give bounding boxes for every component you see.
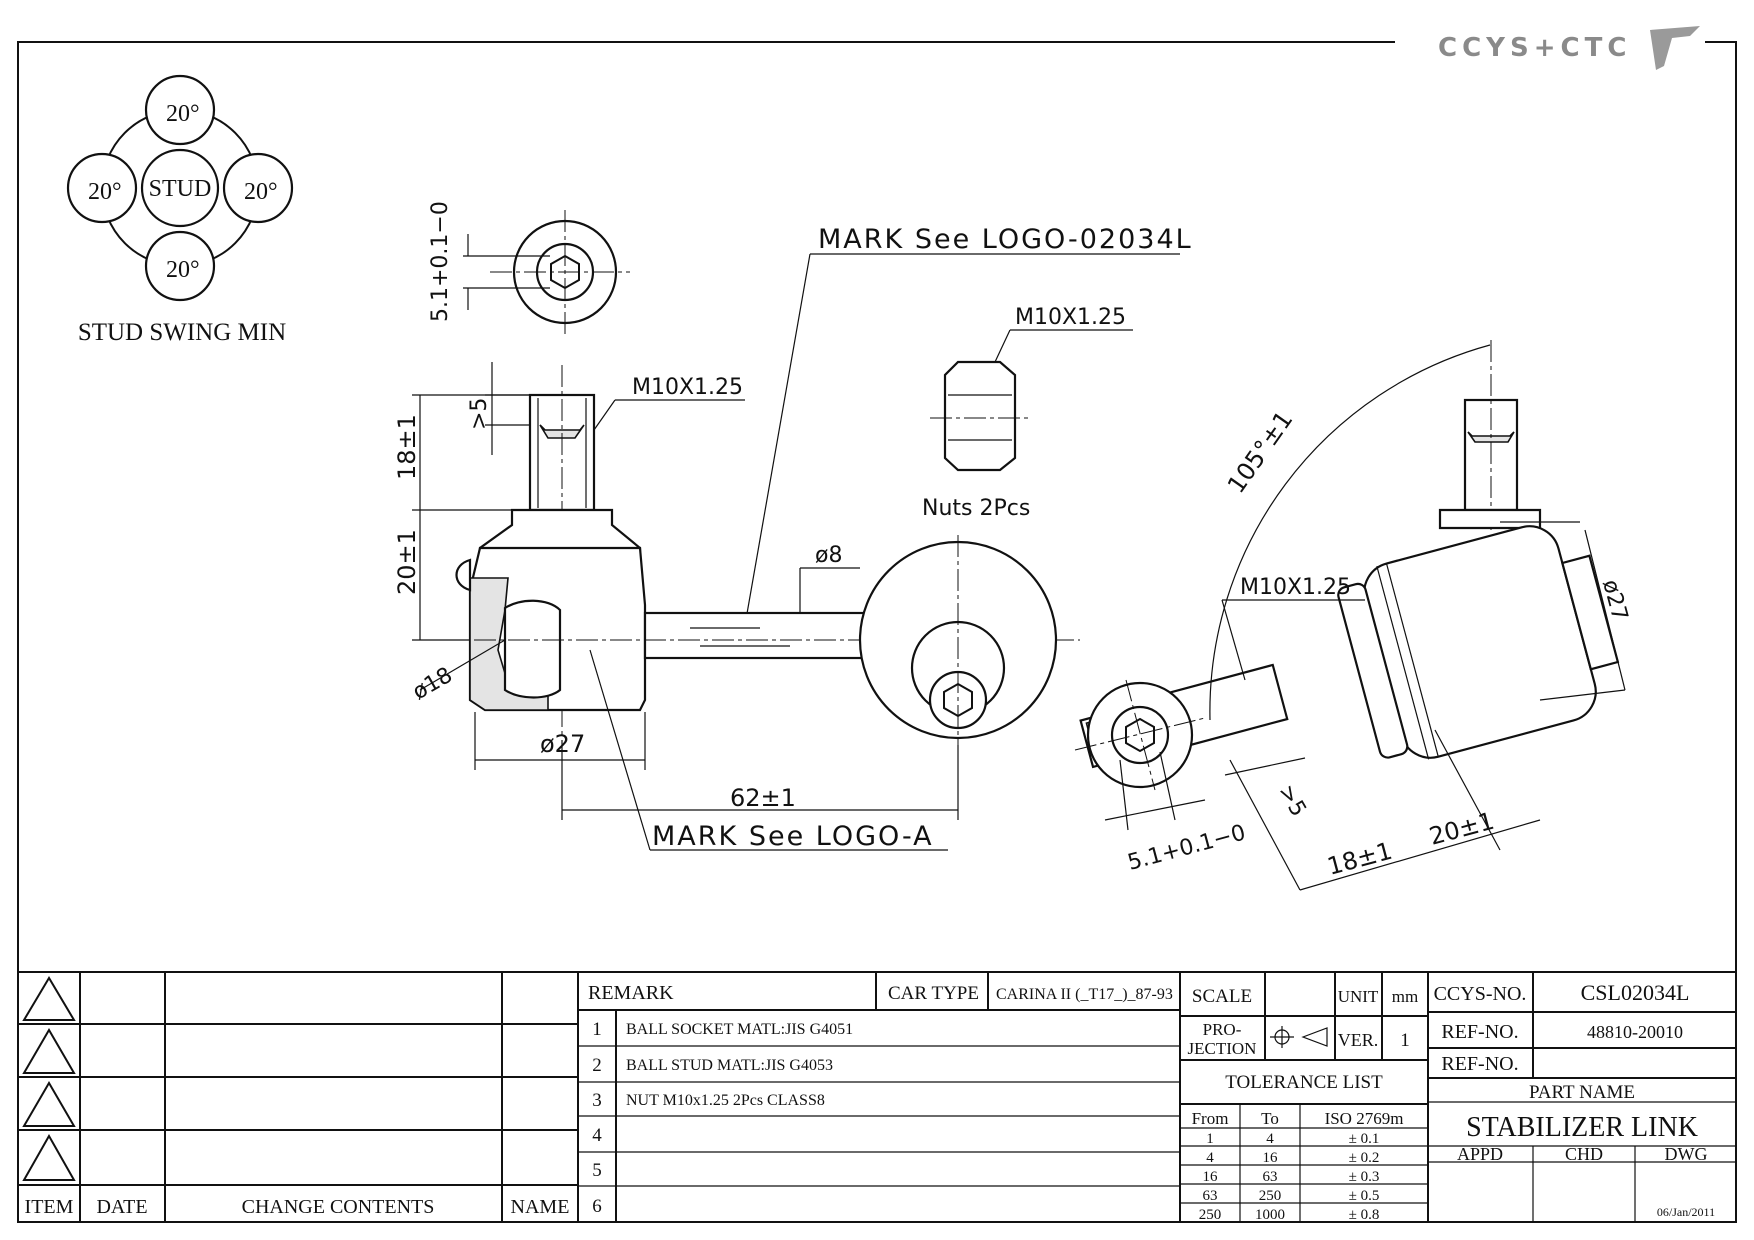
revision-triangle-icon: [22, 1133, 76, 1181]
unit-label: UNIT: [1338, 987, 1379, 1006]
remark-no: 4: [592, 1125, 602, 1146]
stud-swing-angle-right: 20°: [244, 179, 278, 205]
revision-header-change: CHANGE CONTENTS: [242, 1196, 435, 1218]
ccys-no-value: CSL02034L: [1581, 980, 1690, 1005]
projection-label-2: JECTION: [1188, 1039, 1257, 1058]
nuts-label: Nuts 2Pcs: [922, 496, 1030, 521]
car-type-value: CARINA II (_T17_)_87-93: [996, 986, 1173, 1003]
tol-from: 63: [1203, 1188, 1218, 1204]
tol-from: 16: [1203, 1169, 1219, 1185]
drawing-date: 06/Jan/2011: [1657, 1205, 1715, 1219]
dim-len18-left: 18±1: [393, 414, 421, 480]
revision-header-date: DATE: [96, 1196, 147, 1218]
stud-swing-center-label: STUD: [149, 176, 212, 202]
tolerance-title: TOLERANCE LIST: [1225, 1072, 1383, 1093]
stud-swing-diagram: 20° 20° 20° 20° STUD STUD SWING MIN: [66, 74, 294, 346]
logo-mark-icon: [1650, 26, 1700, 70]
tol-to: 250: [1259, 1188, 1282, 1204]
remark-no: 3: [592, 1090, 602, 1111]
nut-view: M10X1.25 Nuts 2Pcs: [922, 305, 1133, 521]
tol-to: 4: [1266, 1131, 1274, 1147]
projection-label-1: PRO-: [1203, 1020, 1242, 1039]
stud-swing-caption: STUD SWING MIN: [78, 319, 286, 346]
mark-logo-top-callout: MARK See LOGO-02034L: [744, 224, 1193, 626]
title-block: CCYS-NO. CSL02034L REF-NO. 48810-20010 R…: [1427, 971, 1737, 1223]
thread-nut-label: M10X1.25: [1015, 305, 1126, 330]
spec-block: SCALE UNIT mm PRO- JECTION VER. 1 TOLERA…: [1179, 971, 1429, 1223]
tol-header-from: From: [1192, 1109, 1229, 1128]
tol-value: ± 0.3: [1349, 1169, 1380, 1185]
dim-angle105: 105°±1: [1222, 406, 1298, 498]
tol-from: 1: [1206, 1131, 1214, 1147]
ref-no2-label: REF-NO.: [1441, 1053, 1518, 1075]
revision-triangle-icon: [22, 1081, 76, 1127]
dim-dia27-left: ø27: [540, 730, 585, 758]
revision-header-item: ITEM: [25, 1196, 74, 1218]
thread-left-label: M10X1.25: [632, 375, 743, 400]
ref-no-value: 48810-20010: [1587, 1022, 1683, 1042]
tol-value: ± 0.5: [1349, 1188, 1380, 1204]
tol-value: ± 0.8: [1349, 1207, 1380, 1223]
brand-logo-text: CCYS+CTC: [1438, 33, 1631, 63]
ccys-no-label: CCYS-NO.: [1434, 983, 1527, 1005]
left-side-view: [440, 365, 1080, 745]
stud-swing-angle-left: 20°: [88, 179, 122, 205]
remark-no: 1: [592, 1019, 602, 1040]
projection-symbol-icon: [1270, 1026, 1328, 1048]
dim-len20-right: 20±1: [1426, 807, 1497, 851]
tol-to: 1000: [1255, 1207, 1285, 1223]
remark-no: 6: [592, 1196, 602, 1217]
tol-header-to: To: [1261, 1109, 1279, 1128]
dim-gt5-right: >5: [1273, 781, 1311, 822]
remark-no: 2: [592, 1055, 602, 1076]
mark-logo-bottom-label: MARK See LOGO-A: [652, 821, 934, 852]
part-name-value: STABILIZER LINK: [1466, 1112, 1698, 1143]
dim-len20-left: 20±1: [393, 529, 421, 595]
stud-swing-angle-top: 20°: [166, 101, 200, 127]
revision-table: ITEM DATE CHANGE CONTENTS NAME: [17, 971, 579, 1223]
dim-gt5-left: >5: [467, 398, 492, 430]
tol-header-iso: ISO 2769m: [1325, 1109, 1404, 1128]
dim-dia18: ø18: [409, 663, 457, 705]
ver-label: VER.: [1338, 1030, 1379, 1050]
revision-triangle-icon: [22, 1028, 76, 1074]
remarks-header: REMARK: [588, 982, 674, 1004]
ref-no-label: REF-NO.: [1441, 1021, 1518, 1043]
tol-value: ± 0.2: [1349, 1150, 1380, 1166]
dim-len62: 62±1: [730, 784, 796, 812]
scale-label: SCALE: [1192, 986, 1252, 1007]
ver-value: 1: [1400, 1030, 1410, 1051]
tol-to: 63: [1263, 1169, 1278, 1185]
stud-swing-angle-bottom: 20°: [166, 257, 200, 283]
car-type-label: CAR TYPE: [888, 983, 979, 1004]
remark-no: 5: [592, 1160, 602, 1181]
dim-dia8: ø8: [815, 543, 842, 568]
tol-from: 4: [1206, 1150, 1214, 1166]
remark-text: BALL STUD MATL:JIS G4053: [626, 1057, 833, 1074]
remark-text: NUT M10x1.25 2Pcs CLASS8: [626, 1092, 825, 1109]
tol-value: ± 0.1: [1349, 1131, 1380, 1147]
remarks-table: REMARK CAR TYPE CARINA II (_T17_)_87-93 …: [577, 971, 1181, 1223]
part-name-label: PART NAME: [1529, 1082, 1635, 1103]
mark-logo-bottom-callout: MARK See LOGO-A: [589, 649, 948, 852]
tol-to: 16: [1263, 1150, 1279, 1166]
chd-label: CHD: [1565, 1144, 1603, 1164]
dim-len18-right: 18±1: [1324, 837, 1395, 881]
unit-value: mm: [1392, 987, 1418, 1006]
revision-triangle-icon: [22, 976, 76, 1021]
dim-hex-right: 5.1+0.1−0: [1125, 820, 1248, 875]
dim-hex-top: 5.1+0.1−0: [428, 201, 453, 322]
brand-logo: CCYS+CTC: [1438, 26, 1700, 70]
right-angled-view: 105°±1 M10X1.25 ø27 >5 18±1 20±1 5.1+0.1…: [1074, 340, 1632, 891]
dwg-label: DWG: [1665, 1144, 1708, 1164]
mark-logo-top-label: MARK See LOGO-02034L: [818, 224, 1193, 255]
tol-from: 250: [1199, 1207, 1222, 1223]
revision-header-name: NAME: [511, 1196, 570, 1218]
thread-right-label: M10X1.25: [1240, 575, 1351, 600]
top-end-view: 5.1+0.1−0: [428, 201, 630, 335]
appd-label: APPD: [1457, 1144, 1503, 1164]
remark-text: BALL SOCKET MATL:JIS G4051: [626, 1021, 853, 1038]
thread-left-callout: M10X1.25: [593, 375, 745, 431]
